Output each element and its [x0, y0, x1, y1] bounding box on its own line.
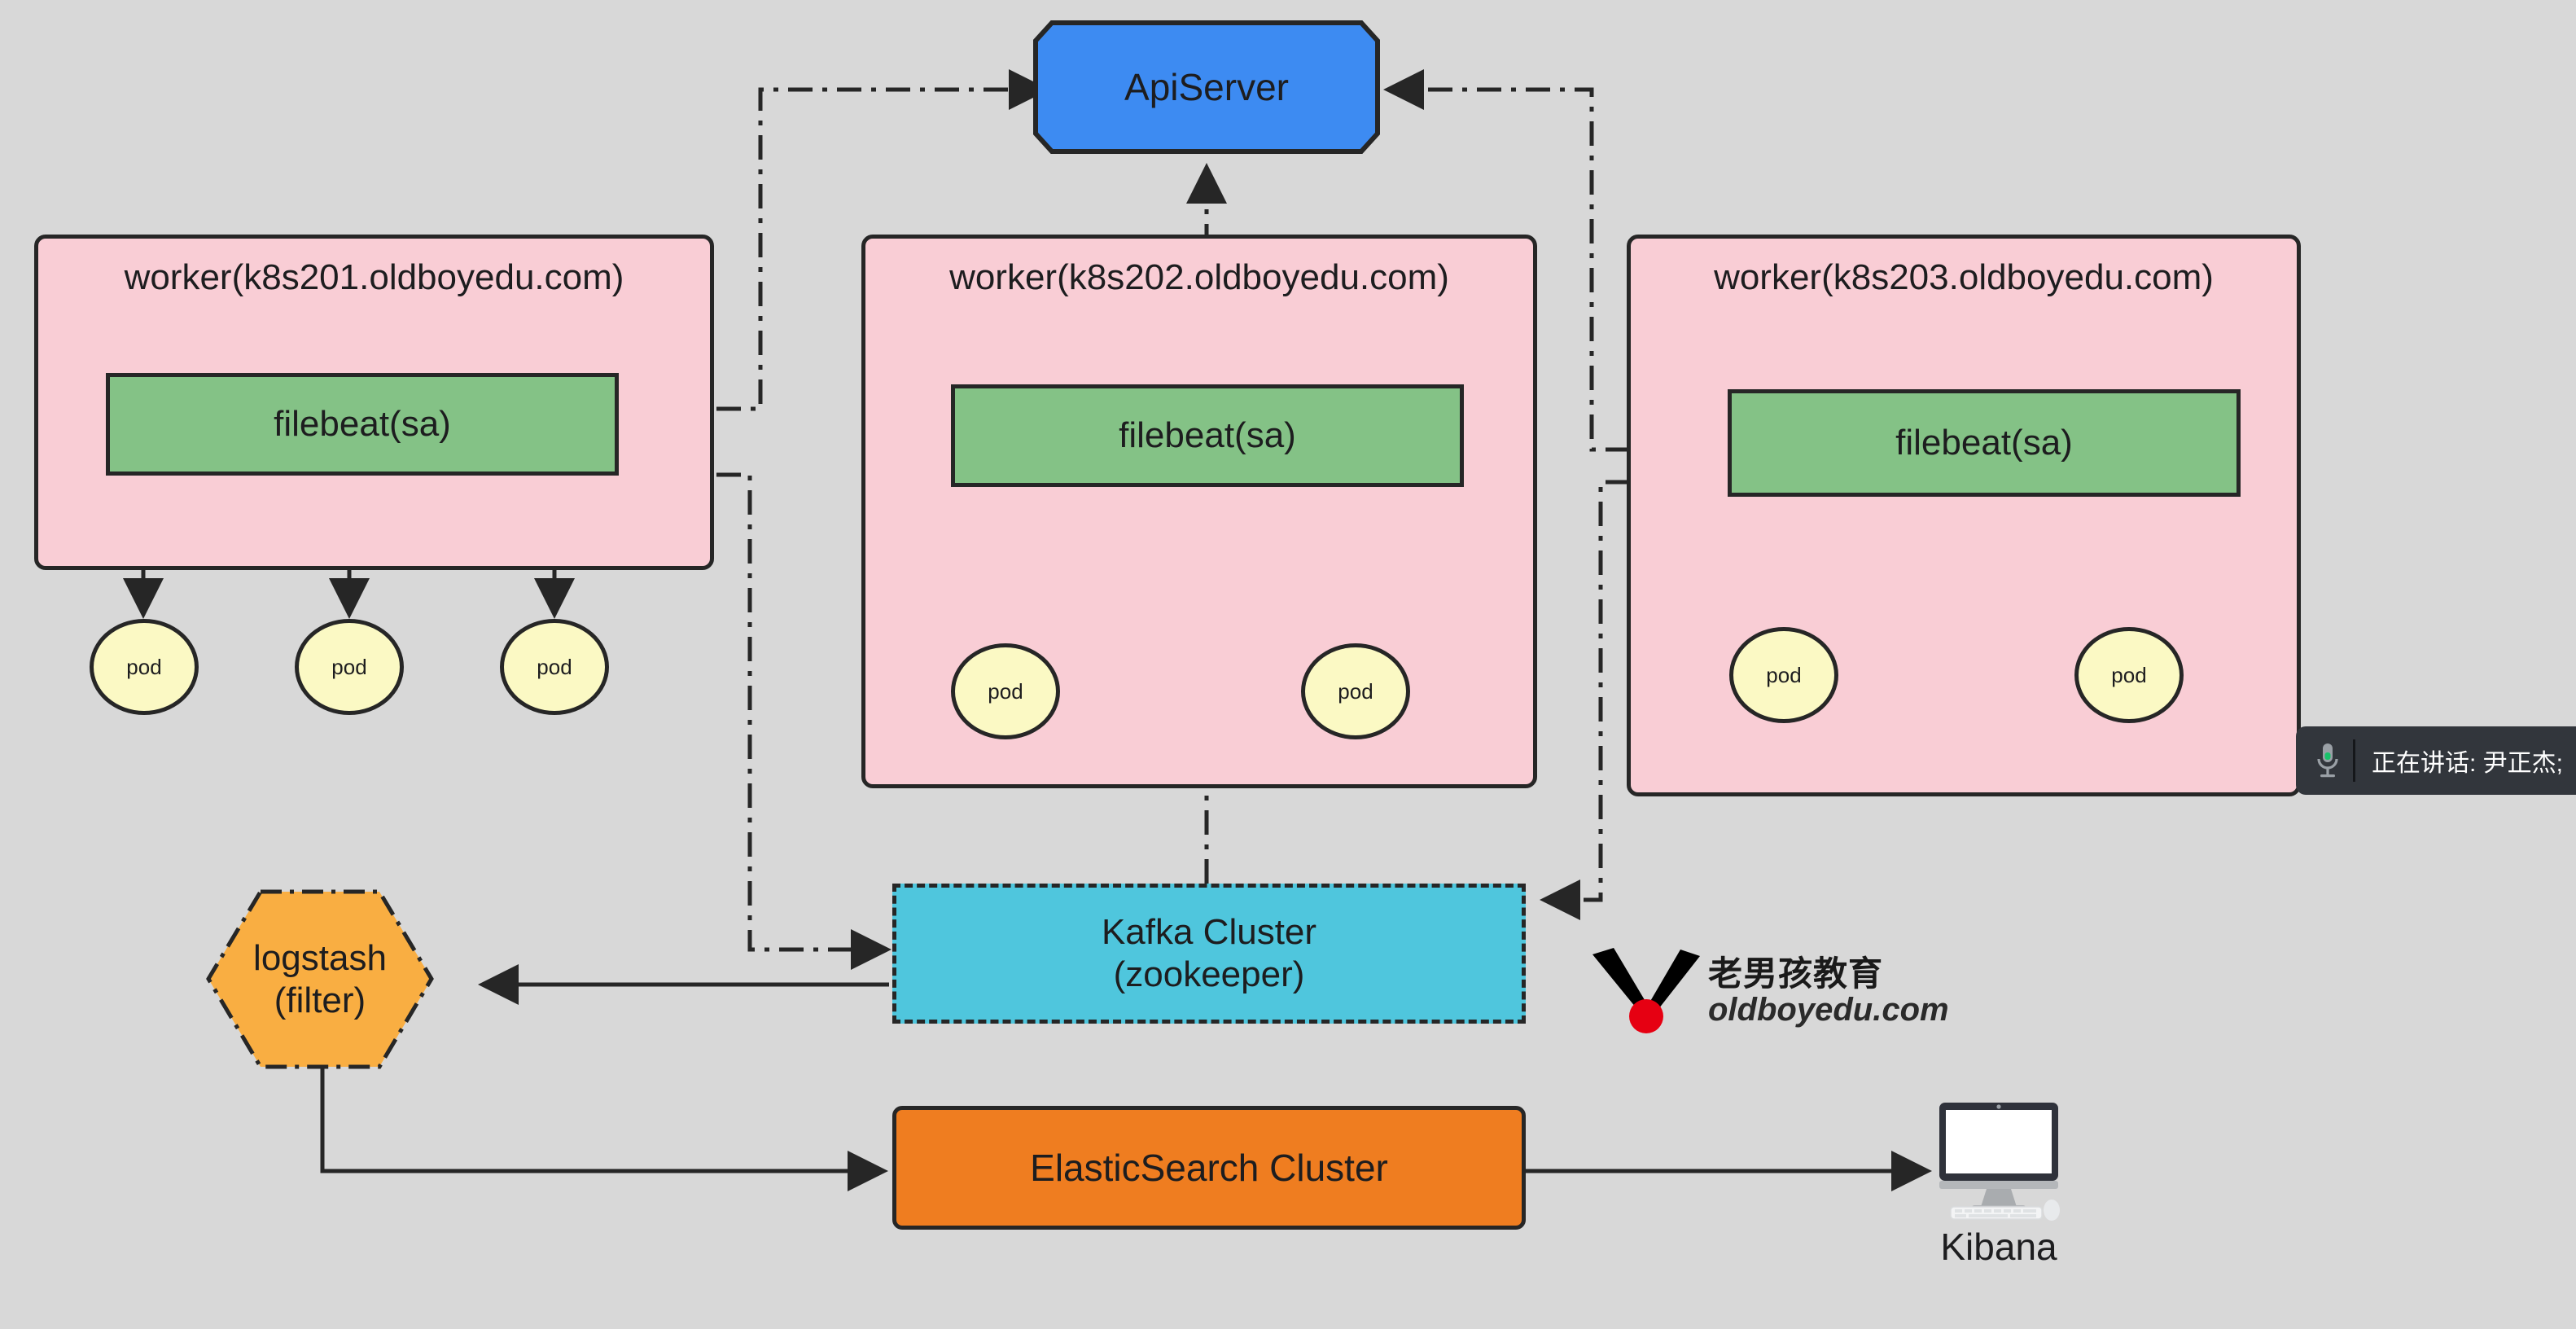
- pod-label: pod: [126, 654, 162, 679]
- filebeat-label: filebeat(sa): [274, 404, 451, 445]
- pod-label: pod: [331, 654, 367, 679]
- speaking-text: 正在讲话: 尹正杰;: [2371, 750, 2563, 777]
- logstash-label: logstash (filter): [253, 937, 387, 1020]
- pod-k8s202-1[interactable]: pod: [951, 643, 1060, 739]
- worker-label-k8s203: worker(k8s203.oldboyedu.com): [1714, 257, 2214, 297]
- pod-label: pod: [988, 678, 1023, 704]
- desktop-monitor-icon: [1939, 1103, 2060, 1221]
- pod-k8s201-2[interactable]: pod: [295, 619, 404, 715]
- speaking-separator: [2352, 739, 2355, 782]
- logo-cn-text: 老男孩教育: [1708, 954, 1884, 993]
- oldboyedu-logo: 老男孩教育 oldboyedu.com: [1589, 946, 1949, 1037]
- pod-k8s202-2[interactable]: pod: [1301, 643, 1410, 739]
- worker-label-k8s201: worker(k8s201.oldboyedu.com): [124, 257, 624, 297]
- pod-k8s201-1[interactable]: pod: [90, 619, 199, 715]
- kafka-cluster-label: Kafka Cluster (zookeeper): [1101, 912, 1317, 994]
- pod-label: pod: [2111, 662, 2147, 687]
- oldboyedu-logo-text: 老男孩教育 oldboyedu.com: [1708, 954, 1949, 1028]
- kibana-label: Kibana: [1940, 1226, 2057, 1268]
- speaking-indicator[interactable]: 正在讲话: 尹正杰;: [2295, 726, 2576, 795]
- logo-en-text: oldboyedu.com: [1708, 992, 1949, 1028]
- filebeat-k8s201[interactable]: filebeat(sa): [106, 373, 619, 476]
- apiserver-shape[interactable]: [1033, 20, 1380, 154]
- edge-logstash-elasticsearch: [320, 1067, 888, 1191]
- logstash-node[interactable]: logstash (filter): [208, 892, 432, 1067]
- pod-k8s201-3[interactable]: pod: [500, 619, 609, 715]
- worker-box-k8s203[interactable]: worker(k8s203.oldboyedu.com): [1627, 235, 2301, 796]
- filebeat-k8s202[interactable]: filebeat(sa): [951, 384, 1464, 487]
- filebeat-label: filebeat(sa): [1119, 415, 1296, 456]
- worker-label-k8s202: worker(k8s202.oldboyedu.com): [949, 257, 1449, 297]
- pod-label: pod: [537, 654, 572, 679]
- pod-k8s203-2[interactable]: pod: [2074, 627, 2184, 723]
- microphone-icon: [2317, 743, 2338, 778]
- logstash-shape[interactable]: [206, 889, 434, 1069]
- filebeat-k8s203[interactable]: filebeat(sa): [1728, 389, 2241, 497]
- oldboyedu-v-mark-icon: [1592, 948, 1700, 1033]
- pod-label: pod: [1338, 678, 1373, 704]
- apiserver-node[interactable]: ApiServer: [1036, 23, 1378, 151]
- elasticsearch-cluster-node[interactable]: ElasticSearch Cluster: [892, 1106, 1526, 1230]
- pod-k8s203-1[interactable]: pod: [1729, 627, 1838, 723]
- apiserver-label: ApiServer: [1124, 65, 1289, 108]
- kafka-cluster-node[interactable]: Kafka Cluster (zookeeper): [892, 884, 1526, 1024]
- elasticsearch-cluster-label: ElasticSearch Cluster: [1030, 1146, 1388, 1189]
- kibana-node[interactable]: Kibana: [1930, 1101, 2068, 1269]
- pod-label: pod: [1766, 662, 1802, 687]
- filebeat-label: filebeat(sa): [1895, 423, 2073, 463]
